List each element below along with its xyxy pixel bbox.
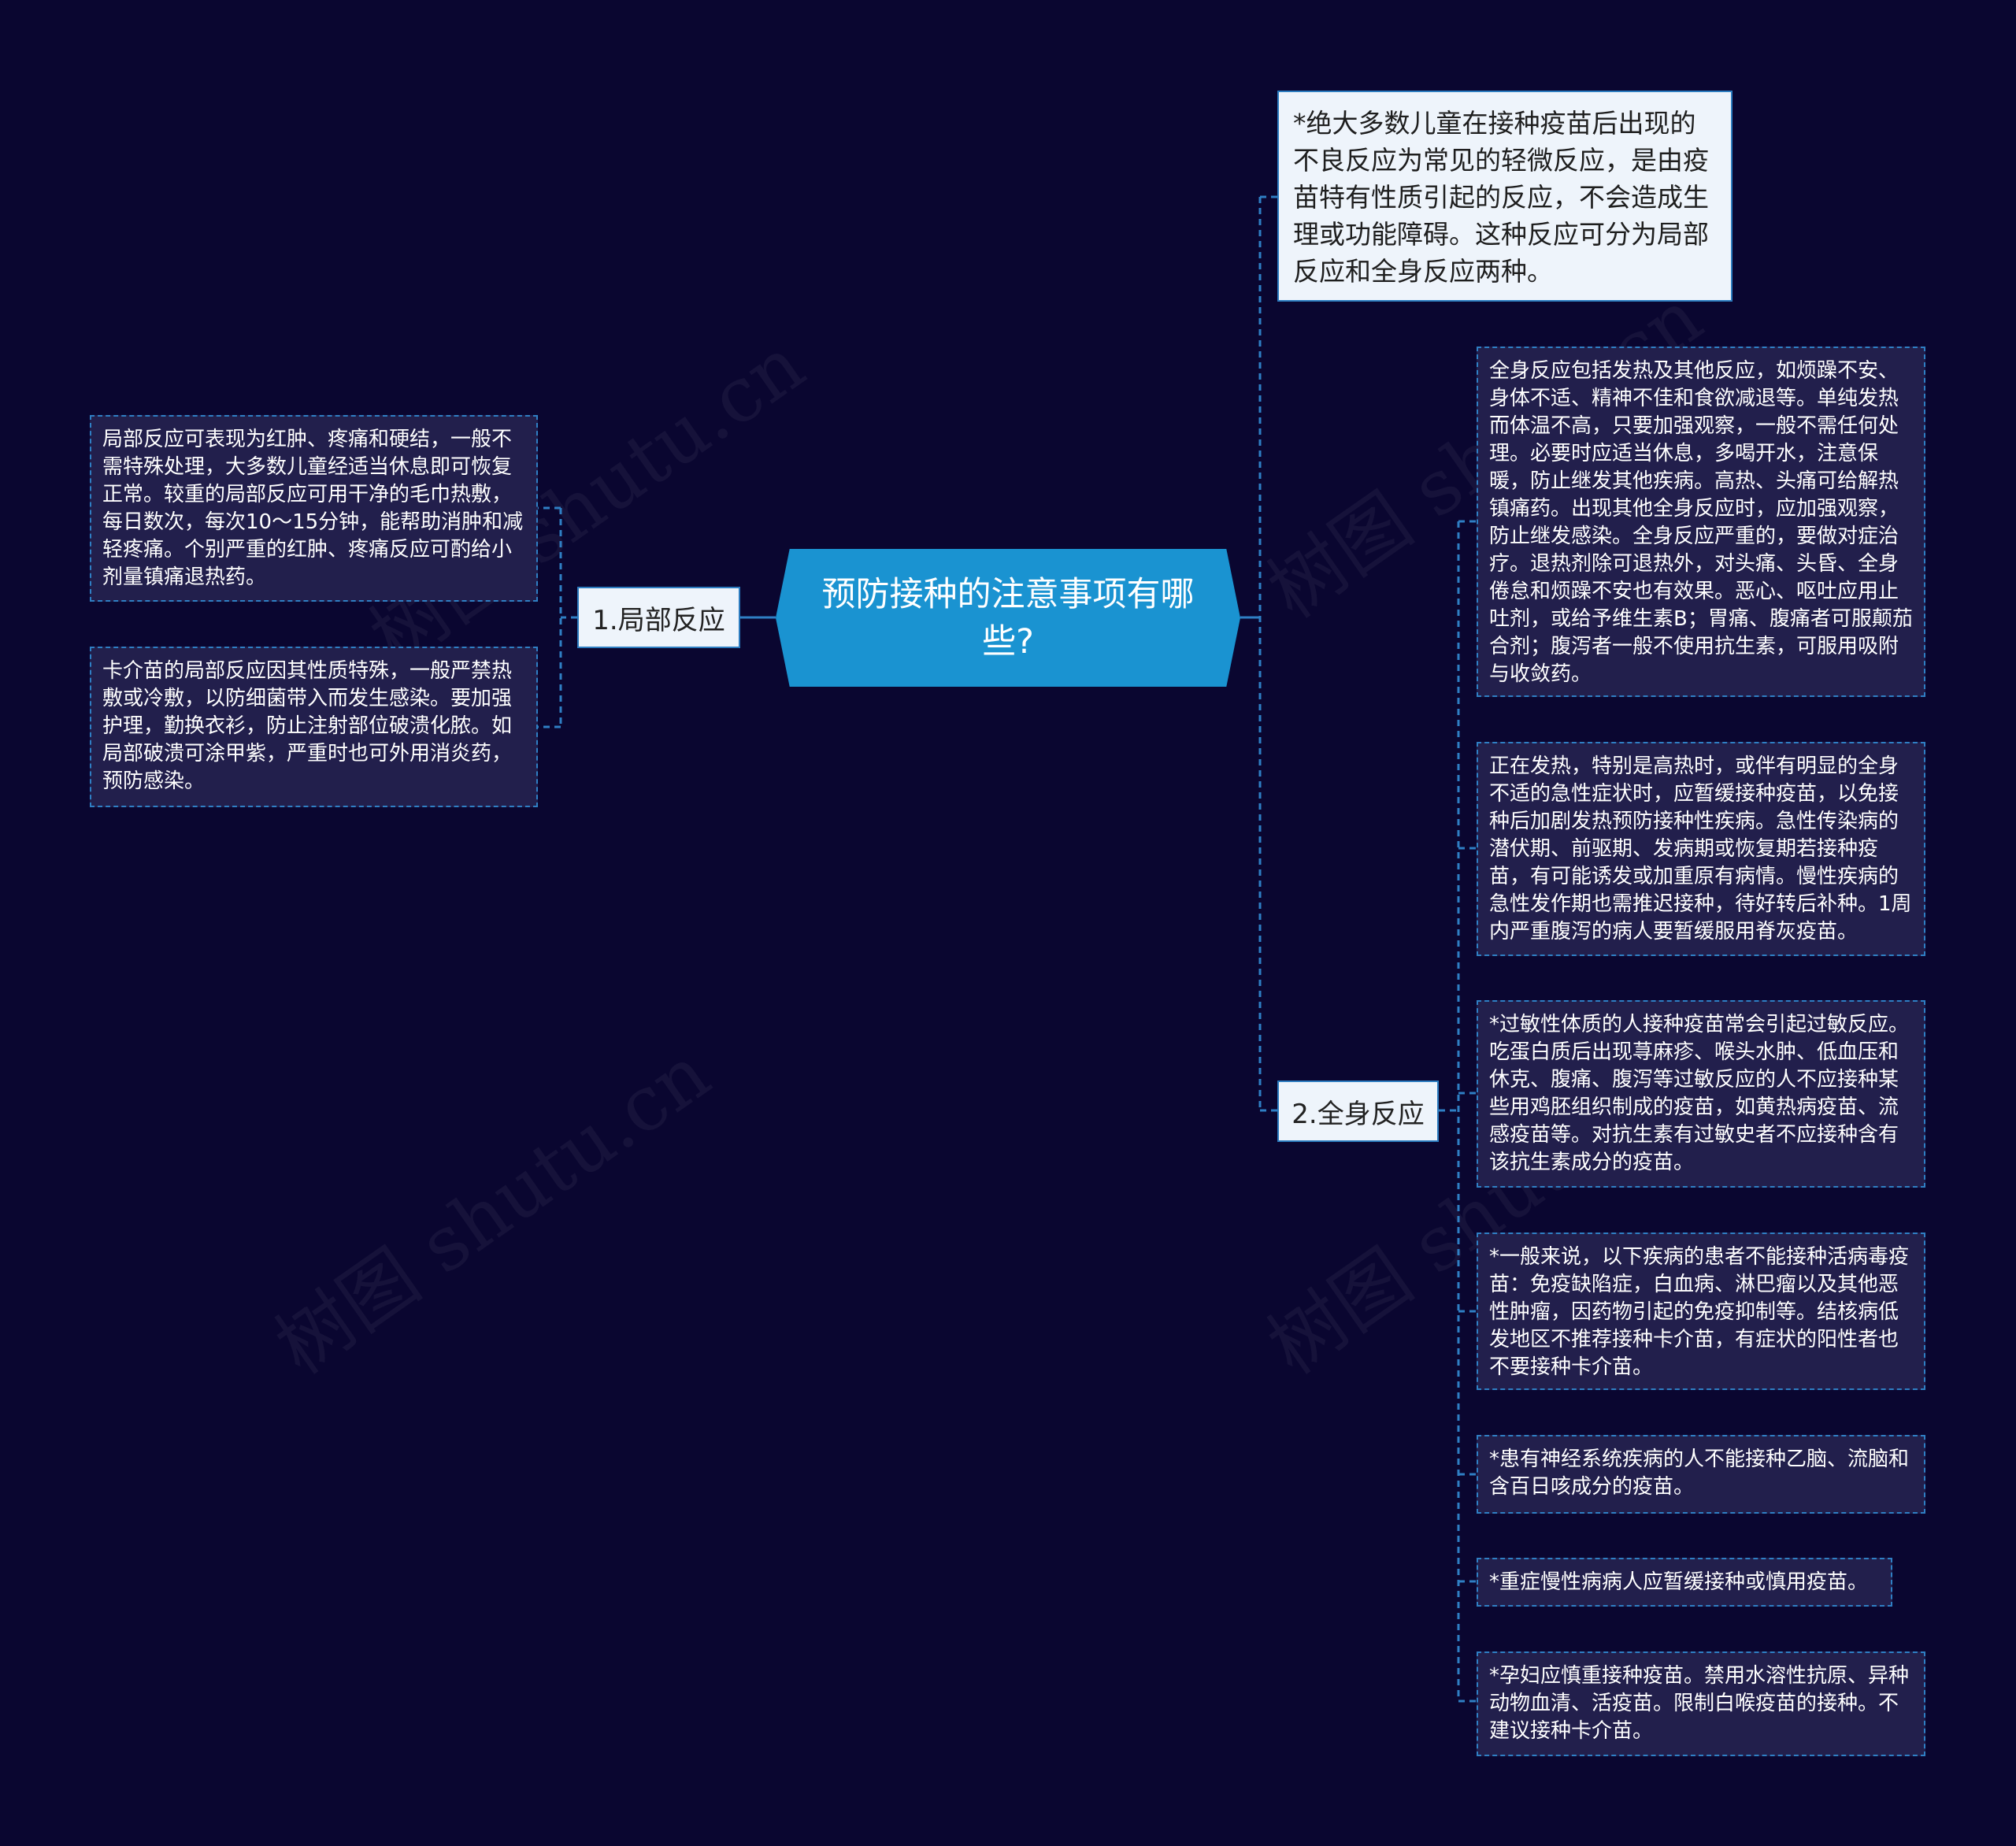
local-leaf-2-text: 卡介苗的局部反应因其性质特殊，一般严禁热敷或冷敷，以防细菌带入而发生感染。要加强…	[102, 659, 513, 793]
systemic-leaf-5-text: *患有神经系统疾病的人不能接种乙脑、流脑和含百日咳成分的疫苗。	[1489, 1448, 1910, 1499]
systemic-leaf-6[interactable]: *重症慢性病病人应暂缓接种或慎用疫苗。	[1477, 1558, 1892, 1607]
systemic-leaf-4[interactable]: *一般来说，以下疾病的患者不能接种活病毒疫苗：免疫缺陷症，白血病、淋巴瘤以及其他…	[1477, 1233, 1925, 1390]
local-leaf-1-text: 局部反应可表现为红肿、疼痛和硬结，一般不需特殊处理，大多数儿童经适当休息即可恢复…	[102, 428, 524, 589]
systemic-leaf-1[interactable]: 全身反应包括发热及其他反应，如烦躁不安、身体不适、精神不佳和食欲减退等。单纯发热…	[1477, 347, 1925, 697]
systemic-leaf-4-text: *一般来说，以下疾病的患者不能接种活病毒疫苗：免疫缺陷症，白血病、淋巴瘤以及其他…	[1489, 1245, 1910, 1379]
root-topic[interactable]: 预防接种的注意事项有哪些?	[776, 549, 1240, 687]
systemic-leaf-5[interactable]: *患有神经系统疾病的人不能接种乙脑、流脑和含百日咳成分的疫苗。	[1477, 1435, 1925, 1514]
systemic-leaf-3-text: *过敏性体质的人接种疫苗常会引起过敏反应。吃蛋白质后出现荨麻疹、喉头水肿、低血压…	[1489, 1013, 1910, 1174]
local-leaf-1[interactable]: 局部反应可表现为红肿、疼痛和硬结，一般不需特殊处理，大多数儿童经适当休息即可恢复…	[90, 415, 538, 602]
intro-node[interactable]: *绝大多数儿童在接种疫苗后出现的不良反应为常见的轻微反应，是由疫苗特有性质引起的…	[1277, 91, 1732, 302]
systemic-leaf-3[interactable]: *过敏性体质的人接种疫苗常会引起过敏反应。吃蛋白质后出现荨麻疹、喉头水肿、低血压…	[1477, 1000, 1925, 1188]
systemic-leaf-2[interactable]: 正在发热，特别是高热时，或伴有明显的全身不适的急性症状时，应暂缓接种疫苗，以免接…	[1477, 742, 1925, 956]
intro-text: *绝大多数儿童在接种疫苗后出现的不良反应为常见的轻微反应，是由疫苗特有性质引起的…	[1293, 108, 1709, 287]
systemic-leaf-1-text: 全身反应包括发热及其他反应，如烦躁不安、身体不适、精神不佳和食欲减退等。单纯发热…	[1489, 359, 1913, 686]
systemic-leaf-6-text: *重症慢性病病人应暂缓接种或慎用疫苗。	[1489, 1570, 1869, 1594]
branch-local-label: 1.局部反应	[592, 604, 725, 636]
local-leaf-2[interactable]: 卡介苗的局部反应因其性质特殊，一般严禁热敷或冷敷，以防细菌带入而发生感染。要加强…	[90, 647, 538, 807]
systemic-leaf-7[interactable]: *孕妇应慎重接种疫苗。禁用水溶性抗原、异种动物血清、活疫苗。限制白喉疫苗的接种。…	[1477, 1651, 1925, 1756]
branch-local-reaction[interactable]: 1.局部反应	[577, 587, 740, 648]
systemic-leaf-2-text: 正在发热，特别是高热时，或伴有明显的全身不适的急性症状时，应暂缓接种疫苗，以免接…	[1489, 754, 1912, 943]
branch-systemic-label: 2.全身反应	[1292, 1098, 1425, 1130]
systemic-leaf-7-text: *孕妇应慎重接种疫苗。禁用水溶性抗原、异种动物血清、活疫苗。限制白喉疫苗的接种。…	[1489, 1664, 1910, 1743]
root-topic-label: 预防接种的注意事项有哪些?	[821, 574, 1195, 662]
branch-systemic-reaction[interactable]: 2.全身反应	[1277, 1081, 1439, 1142]
